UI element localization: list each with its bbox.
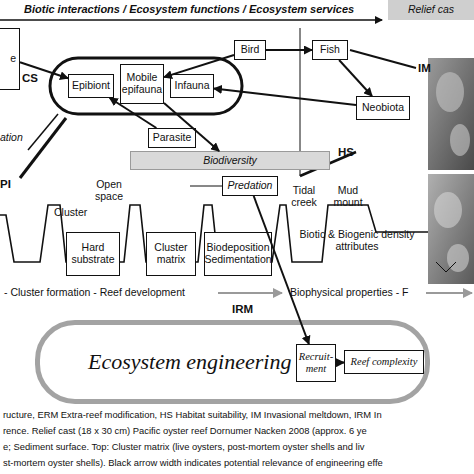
annotation-label: Cluster — [54, 206, 87, 218]
connector-arrow — [164, 103, 219, 151]
node-text: Parasite — [153, 132, 192, 144]
connector-arrow — [20, 62, 68, 78]
process-box: Infauna — [170, 74, 214, 98]
process-box: Fish — [312, 40, 348, 60]
annotation-label: Biotic interactions / Ecosystem function… — [24, 3, 354, 16]
caption-line: rence. Relief cast (18 x 30 cm) Pacific … — [3, 426, 367, 437]
node-text: Epibiont — [72, 80, 110, 92]
node-text: Fish — [320, 44, 340, 56]
node-text: Predation — [228, 180, 273, 192]
node-text: Recruit-ment — [297, 351, 335, 374]
partial-box: e — [0, 28, 20, 90]
connector-arrow — [336, 362, 344, 364]
process-box: Hard substrate — [66, 232, 120, 276]
photo-bracket — [436, 262, 456, 272]
oyster-photo — [428, 58, 474, 170]
caption-line: ructure, ERM Extra-reef modification, HS… — [3, 410, 382, 421]
node-text: Ecosystem engineering — [88, 350, 291, 374]
oyster-photo — [434, 192, 462, 228]
node-text: Neobiota — [362, 102, 404, 114]
annotation-label: Mud mount — [326, 184, 370, 208]
oyster-photo — [450, 124, 470, 156]
annotation-label: Biophysical properties - F — [290, 286, 408, 298]
node-text: Hard substrate — [67, 242, 119, 265]
engineering-loop: Ecosystem engineering Recruit-ment Reef co… — [35, 320, 430, 404]
node-text: Biodiversity — [203, 155, 257, 167]
process-box: Biodeposition Sedimentation — [204, 232, 272, 276]
node-text: Biodeposition Sedimentation — [204, 242, 271, 265]
connector-arrow — [164, 55, 234, 77]
biodiversity-band: Biodiversity — [130, 151, 330, 170]
abbreviation-label: IM — [418, 62, 431, 75]
caption-line: st-mortem oyster shells). Black arrow wi… — [3, 458, 383, 469]
process-band — [218, 292, 282, 294]
abbreviation-label: CS — [22, 72, 38, 85]
oyster-photo — [436, 72, 464, 112]
node-text: Mobile epifauna — [121, 72, 163, 95]
annotation-label: Biotic & Biogenic density attributes — [292, 228, 422, 252]
node-text: Infauna — [174, 80, 209, 92]
oyster-photo — [428, 174, 474, 284]
process-box: Bird — [234, 40, 266, 60]
abbreviation-label: IRM — [232, 303, 253, 316]
process-box: Cluster matrix — [146, 232, 196, 276]
connector-arrow — [254, 196, 309, 344]
process-box: Parasite — [148, 128, 196, 148]
process-box: Predation — [222, 176, 278, 196]
process-box: Reef complexity — [344, 350, 424, 374]
node-text: e — [10, 53, 16, 65]
process-box: Recruit-ment — [296, 344, 336, 382]
connector-arrow — [110, 98, 157, 128]
process-box: Neobiota — [356, 96, 410, 120]
thick-connector — [350, 50, 416, 68]
node-text: Cluster matrix — [147, 242, 195, 265]
connector-arrow — [214, 89, 356, 105]
caption-line: e; Sediment surface. Top: Cluster matrix… — [3, 442, 364, 453]
thick-connector — [28, 114, 58, 150]
photo-caption-box: Relief cas — [388, 0, 474, 20]
annotation-label: Tidal creek — [284, 184, 324, 208]
annotation-label: Open space — [90, 178, 128, 202]
node-text: Reef complexity — [351, 356, 418, 368]
thick-connector — [20, 118, 66, 178]
connector-arrow — [339, 60, 372, 96]
connector-arrow — [266, 49, 312, 51]
node-text: Bird — [241, 44, 260, 56]
abbreviation-label: PI — [0, 178, 11, 191]
annotation-label: - Cluster formation - Reef development — [4, 286, 185, 298]
thin-connector — [190, 186, 222, 187]
node-text: Relief cas — [408, 4, 454, 16]
process-band — [426, 292, 472, 294]
process-box: Epibiont — [68, 74, 114, 98]
top-arrow-line — [0, 19, 382, 21]
annotation-label: ation — [0, 131, 23, 143]
process-box: Mobile epifauna — [120, 64, 164, 104]
abbreviation-label: HS — [338, 146, 354, 159]
community-loop — [50, 58, 242, 114]
